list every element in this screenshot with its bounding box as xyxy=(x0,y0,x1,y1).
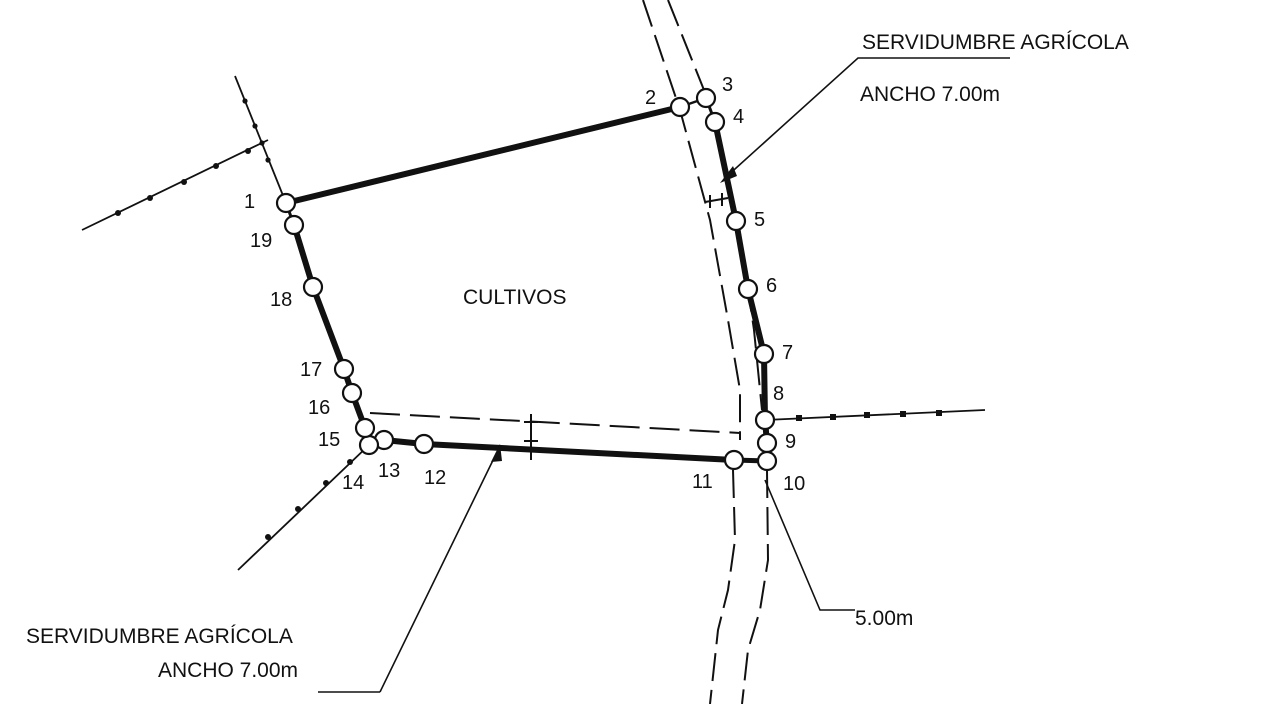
easement-bottom-line2: ANCHO 7.00m xyxy=(158,659,298,682)
vertex-marker-6 xyxy=(737,278,759,300)
vertex-marker-4 xyxy=(704,111,726,133)
vertex-label-8: 8 xyxy=(773,383,784,405)
vertex-marker-2 xyxy=(669,96,691,118)
arrowhead-easement-top xyxy=(720,166,737,183)
leader-easement-bottom xyxy=(318,451,498,693)
area-label: CULTIVOS xyxy=(463,286,566,309)
vertex-label-9: 9 xyxy=(785,431,796,453)
easement-top-line1: SERVIDUMBRE AGRÍCOLA xyxy=(862,31,1129,54)
leader-road-width xyxy=(764,479,855,611)
easement-top-line2: ANCHO 7.00m xyxy=(860,83,1000,106)
vertex-label-3: 3 xyxy=(722,74,733,96)
vertex-label-12: 12 xyxy=(424,467,446,489)
vertex-marker-5 xyxy=(725,210,747,232)
vertex-label-1: 1 xyxy=(244,191,255,213)
vertex-marker-7 xyxy=(753,343,775,365)
vertex-marker-10 xyxy=(756,450,778,472)
vertex-marker-8 xyxy=(754,409,776,431)
vertex-marker-12 xyxy=(413,433,435,455)
vertex-label-19: 19 xyxy=(250,230,272,252)
adjacent-boundary-northwest xyxy=(234,75,287,204)
vertex-marker-3 xyxy=(695,87,717,109)
vertex-marker-11 xyxy=(723,449,745,471)
easement-south-dashed-edge xyxy=(369,412,741,434)
leader-easement-top xyxy=(724,57,1010,179)
north-easement-tick xyxy=(704,193,729,208)
adjacent-boundary-southwest xyxy=(237,445,369,571)
vertex-marker-9 xyxy=(756,432,778,454)
adjacent-boundaries xyxy=(81,75,986,571)
vertex-marker-1 xyxy=(275,192,297,214)
vertex-marker-17 xyxy=(333,358,355,380)
vertex-label-6: 6 xyxy=(766,275,777,297)
vertex-label-10: 10 xyxy=(783,473,805,495)
vertex-label-17: 17 xyxy=(300,359,322,381)
callout-leaders xyxy=(318,57,1010,693)
callout-arrowheads xyxy=(491,166,737,462)
arrowhead-easement-bottom xyxy=(491,444,502,462)
adjacent-boundary-west xyxy=(81,139,269,231)
boundary-segment-11-13 xyxy=(381,437,737,463)
road-corridor-south xyxy=(709,469,770,704)
vertex-label-5: 5 xyxy=(754,209,765,231)
boundary-tick-markers xyxy=(115,98,942,540)
road-edge-south-right xyxy=(741,469,770,704)
vertex-label-11: 11 xyxy=(692,471,713,493)
vertex-marker-18 xyxy=(302,276,324,298)
road-edge-north-left xyxy=(642,0,741,440)
vertex-label-14: 14 xyxy=(342,472,364,494)
vertex-marker-14 xyxy=(358,434,380,456)
vertex-label-16: 16 xyxy=(308,397,330,419)
vertex-marker-19 xyxy=(283,214,305,236)
parcel-boundary xyxy=(283,96,770,464)
vertex-label-13: 13 xyxy=(378,460,400,482)
easement-bottom-line1: SERVIDUMBRE AGRÍCOLA xyxy=(26,625,293,648)
vertex-marker-16 xyxy=(341,382,363,404)
vertex-label-4: 4 xyxy=(733,106,744,128)
vertex-label-15: 15 xyxy=(318,429,340,451)
vertex-label-18: 18 xyxy=(270,289,292,311)
road-width-label: 5.00m xyxy=(855,607,913,630)
vertex-marker-15 xyxy=(354,417,376,439)
easement-tick-marks xyxy=(524,193,729,460)
vertex-label-7: 7 xyxy=(782,342,793,364)
vertex-label-2: 2 xyxy=(645,87,656,109)
boundary-segment-1-2 xyxy=(283,104,683,206)
road-edge-south-left xyxy=(709,469,737,704)
road-edge-north-right xyxy=(667,0,763,411)
